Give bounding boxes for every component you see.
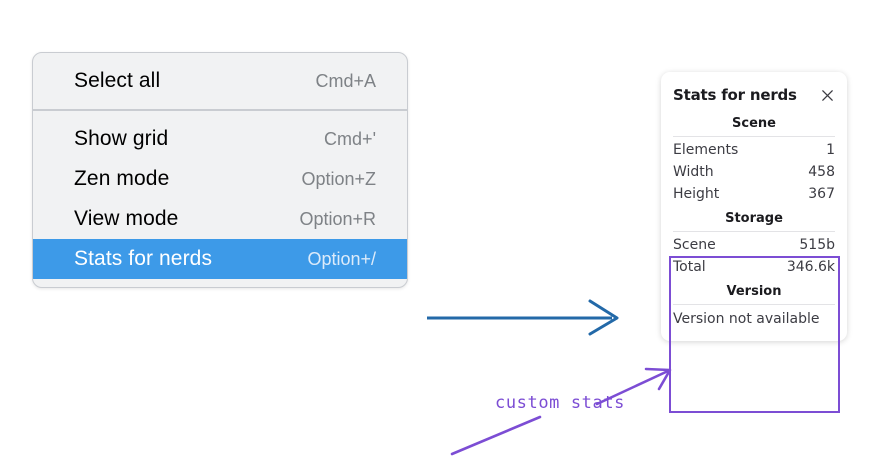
stat-key: Elements — [673, 142, 739, 158]
stats-for-nerds-panel[interactable]: Stats for nerds Scene Elements 1 Width 4… — [661, 72, 847, 341]
close-icon[interactable] — [820, 88, 835, 103]
panel-header: Stats for nerds — [661, 72, 847, 110]
stat-key: Width — [673, 164, 714, 180]
section-title: Storage — [725, 211, 783, 226]
section-divider — [673, 136, 835, 137]
stat-key: Scene — [673, 237, 716, 253]
menu-item-label: Show grid — [74, 127, 169, 150]
stat-value: 346.6k — [786, 259, 835, 275]
stat-row: Height 367 — [673, 183, 835, 205]
menu-item-label: Zen mode — [74, 167, 170, 190]
menu-item-stats-for-nerds[interactable]: Stats for nerds Option+/ — [33, 239, 407, 279]
menu-item-label: Select all — [74, 69, 161, 92]
section-storage: Storage Scene 515b Total 346.6k — [661, 205, 847, 278]
section-version: Version Version not available — [661, 278, 847, 329]
menu-group-1: Select all Cmd+A — [33, 53, 407, 109]
menu-item-select-all[interactable]: Select all Cmd+A — [33, 61, 407, 101]
version-text: Version not available — [673, 311, 820, 327]
stat-row: Total 346.6k — [673, 256, 835, 278]
menu-item-view-mode[interactable]: View mode Option+R — [33, 199, 407, 239]
section-divider — [673, 231, 835, 232]
stat-key: Total — [673, 259, 706, 275]
section-divider — [673, 304, 835, 305]
section-title: Version — [726, 284, 782, 299]
menu-group-2: Show grid Cmd+' Zen mode Option+Z View m… — [33, 109, 407, 287]
stat-row: Width 458 — [673, 161, 835, 183]
stat-value: 458 — [808, 164, 835, 180]
menu-item-zen-mode[interactable]: Zen mode Option+Z — [33, 159, 407, 199]
menu-item-show-grid[interactable]: Show grid Cmd+' — [33, 119, 407, 159]
callout-underline-icon — [450, 415, 542, 456]
panel-title: Stats for nerds — [673, 86, 797, 104]
section-scene: Scene Elements 1 Width 458 Height 367 — [661, 110, 847, 205]
stat-value: 367 — [808, 186, 835, 202]
menu-item-shortcut: Option+R — [299, 208, 376, 229]
stat-value: 1 — [826, 142, 835, 158]
menu-item-shortcut: Cmd+' — [324, 128, 376, 149]
stat-row: Scene 515b — [673, 234, 835, 256]
stat-key: Height — [673, 186, 720, 202]
menu-item-shortcut: Cmd+A — [315, 70, 376, 91]
menu-item-shortcut: Option+/ — [307, 248, 376, 269]
stat-value: 515b — [799, 237, 835, 253]
flow-arrow-icon — [427, 299, 619, 336]
context-menu[interactable]: Select all Cmd+A Show grid Cmd+' Zen mod… — [32, 52, 408, 288]
menu-item-label: View mode — [74, 207, 179, 230]
menu-item-shortcut: Option+Z — [301, 168, 376, 189]
menu-item-label: Stats for nerds — [74, 247, 213, 270]
custom-stats-callout-label: custom stats — [495, 393, 626, 413]
section-title: Scene — [732, 116, 776, 131]
stat-row: Elements 1 — [673, 139, 835, 161]
